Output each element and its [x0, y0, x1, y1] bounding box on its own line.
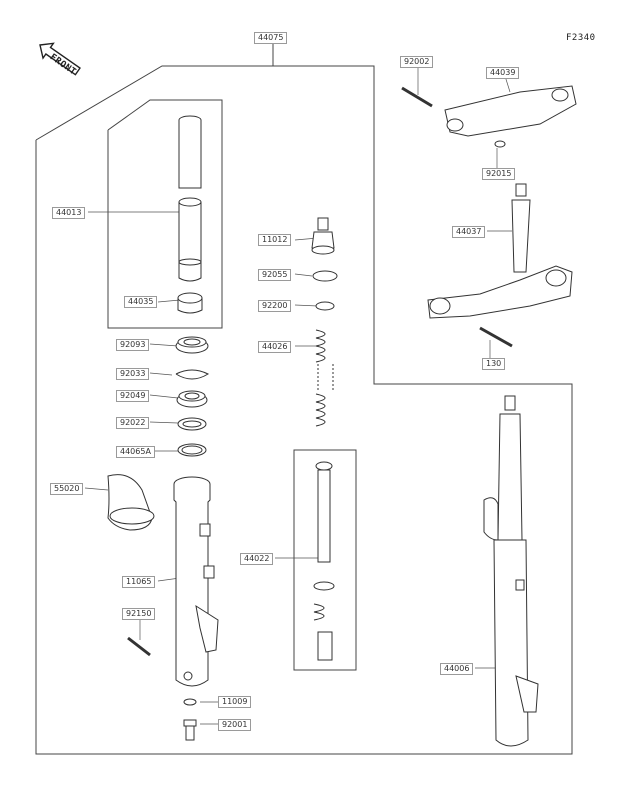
part-label-11012: 11012	[258, 234, 292, 246]
part-label-44065A: 44065A	[116, 446, 155, 458]
part-label-44039: 44039	[486, 67, 520, 79]
part-label-11009: 11009	[218, 696, 252, 708]
center-column-parts	[311, 217, 338, 661]
part-label-130: 130	[482, 358, 506, 370]
fork-tube-frame	[107, 99, 223, 329]
cartridge-frame	[293, 449, 357, 671]
part-label-44022: 44022	[240, 553, 274, 565]
part-label-55020: 55020	[50, 483, 84, 495]
front-arrow-icon	[39, 42, 81, 76]
figure-code: F2340	[566, 33, 596, 43]
part-label-92033: 92033	[116, 368, 150, 380]
leader-lines	[84, 66, 512, 725]
part-label-92200: 92200	[258, 300, 292, 312]
part-label-92150: 92150	[122, 608, 156, 620]
right-column-parts	[401, 85, 577, 747]
part-label-44006: 44006	[440, 663, 474, 675]
part-label-44075: 44075	[254, 32, 288, 44]
part-label-92001: 92001	[218, 719, 252, 731]
part-label-92055: 92055	[258, 269, 292, 281]
part-label-92049: 92049	[116, 390, 150, 402]
assembly-frame	[35, 65, 573, 755]
part-label-44037: 44037	[452, 226, 486, 238]
part-label-44035: 44035	[124, 296, 158, 308]
part-label-92015: 92015	[482, 168, 516, 180]
part-label-92022: 92022	[116, 417, 150, 429]
part-label-92093: 92093	[116, 339, 150, 351]
left-column-parts	[107, 115, 219, 741]
part-label-44013: 44013	[52, 207, 86, 219]
part-label-92002: 92002	[400, 56, 434, 68]
part-label-44026: 44026	[258, 341, 292, 353]
part-label-11065: 11065	[122, 576, 156, 588]
